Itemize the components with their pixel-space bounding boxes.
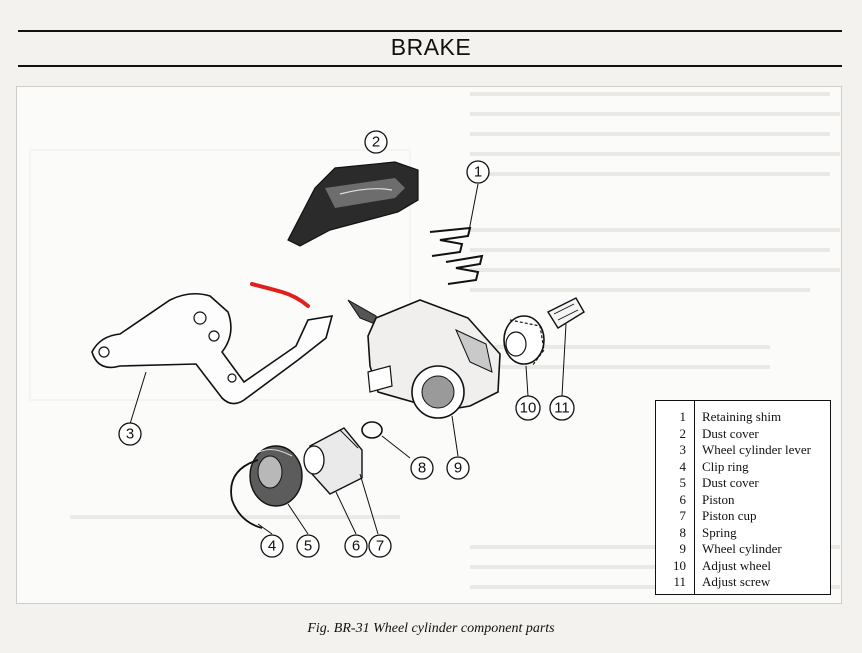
- dust-cover-top-part: [287, 161, 419, 247]
- header-top-rule: [18, 30, 842, 32]
- header-bottom-rule: [18, 65, 842, 67]
- leader-line-9: [451, 415, 459, 457]
- leader-line-6: [335, 491, 357, 535]
- leader-line-3: [129, 371, 147, 425]
- callout-8: 8: [410, 456, 434, 480]
- callout-4: 4: [260, 534, 284, 558]
- callout-label-1: 1: [474, 164, 482, 181]
- leader-line-10: [525, 365, 529, 397]
- legend-row: 6 Piston: [656, 492, 830, 509]
- red-pen-annotation: [250, 282, 310, 308]
- legend-part-name: Dust cover: [702, 425, 759, 441]
- legend-part-name: Adjust wheel: [702, 557, 771, 573]
- legend-row: 2 Dust cover: [656, 426, 830, 443]
- legend-number: 4: [679, 458, 687, 474]
- legend-number: 8: [679, 524, 687, 540]
- adjust-screw-part: [546, 297, 585, 329]
- legend-number: 11: [673, 574, 686, 589]
- legend-part-name: Clip ring: [702, 458, 749, 474]
- leader-line-5: [287, 503, 309, 535]
- legend-part-name: Wheel cylinder lever: [702, 442, 811, 457]
- legend-part-name: Spring: [702, 524, 737, 540]
- legend-part-name: Piston cup: [702, 508, 757, 523]
- callout-label-4: 4: [268, 538, 276, 555]
- leader-line-7: [359, 473, 379, 535]
- legend-row: 9 Wheel cylinder: [656, 541, 830, 558]
- dust-cover-boot-part: [249, 445, 303, 507]
- piston-part: [303, 427, 363, 495]
- callout-label-3: 3: [126, 426, 134, 443]
- callout-label-9: 9: [454, 460, 462, 477]
- legend-row: 4 Clip ring: [656, 459, 830, 476]
- legend-part-name: Dust cover: [702, 475, 759, 490]
- adjust-wheel-part: [503, 315, 545, 367]
- wheel-cylinder-lever-part: [91, 292, 334, 405]
- legend-row: 5 Dust cover: [656, 475, 830, 492]
- leader-line-1: [467, 183, 479, 237]
- leader-line-8: [381, 435, 411, 459]
- legend-part-name: Adjust screw: [702, 574, 771, 589]
- spring-part: [361, 421, 383, 439]
- legend-column-divider: [694, 401, 695, 594]
- legend-part-name: Piston: [702, 491, 735, 507]
- callout-label-6: 6: [352, 538, 360, 555]
- callout-5: 5: [296, 534, 320, 558]
- figure-caption: Fig. BR-31 Wheel cylinder component part…: [307, 621, 555, 636]
- leader-line-4: [257, 523, 273, 535]
- leader-line-11: [561, 323, 567, 397]
- legend-number: 3: [679, 442, 687, 457]
- parts-legend: 1 Retaining shim 2 Dust cover 3 Wheel cy…: [655, 400, 831, 595]
- callout-11: 11: [549, 395, 575, 421]
- retaining-shim-part: [429, 226, 484, 285]
- legend-row: 10 Adjust wheel: [656, 558, 830, 575]
- legend-row: 1 Retaining shim: [656, 409, 830, 426]
- callout-label-5: 5: [304, 538, 312, 555]
- legend-part-name: Wheel cylinder: [702, 541, 782, 556]
- callout-label-10: 10: [520, 400, 537, 417]
- callout-label-8: 8: [418, 460, 426, 477]
- legend-row: 3 Wheel cylinder lever: [656, 442, 830, 459]
- legend-number: 1: [679, 409, 687, 424]
- callout-label-11: 11: [554, 400, 570, 417]
- callout-10: 10: [515, 395, 541, 421]
- callout-label-2: 2: [372, 134, 380, 151]
- callout-2: 2: [364, 130, 388, 154]
- legend-number: 2: [679, 425, 687, 441]
- callout-7: 7: [368, 534, 392, 558]
- callout-9: 9: [446, 456, 470, 480]
- legend-number: 6: [679, 491, 687, 507]
- legend-number: 5: [679, 475, 687, 490]
- page-title: BRAKE: [390, 34, 472, 60]
- wheel-cylinder-part: [347, 299, 501, 419]
- legend-number: 7: [679, 508, 687, 523]
- callout-6: 6: [344, 534, 368, 558]
- legend-row: 7 Piston cup: [656, 508, 830, 525]
- legend-row: 8 Spring: [656, 525, 830, 542]
- legend-number: 9: [679, 541, 687, 556]
- callout-label-7: 7: [376, 538, 384, 555]
- clip-ring-part: [230, 459, 263, 529]
- legend-part-name: Retaining shim: [702, 409, 782, 424]
- legend-number: 10: [673, 557, 686, 573]
- legend-row: 11 Adjust screw: [656, 574, 830, 591]
- callout-1: 1: [466, 160, 490, 184]
- callout-3: 3: [118, 422, 142, 446]
